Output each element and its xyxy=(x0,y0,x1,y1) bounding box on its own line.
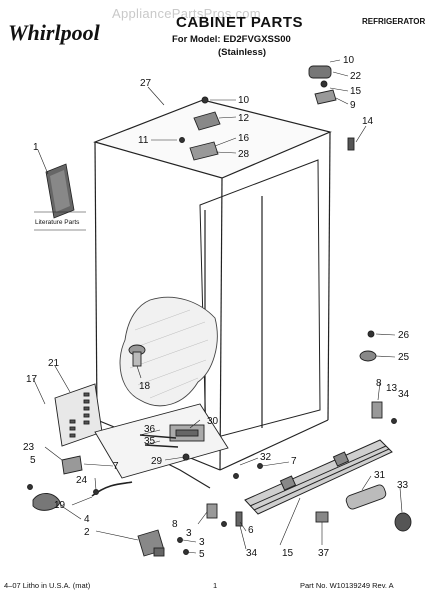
model-line: For Model: ED2FVGXSS00 xyxy=(172,34,291,45)
literature-label: Literature Parts xyxy=(35,219,80,226)
callout-2: 2 xyxy=(84,527,90,538)
callout-18: 18 xyxy=(139,381,151,392)
bottom-hinge-left xyxy=(137,529,189,557)
page-title: CABINET PARTS xyxy=(176,14,304,31)
front-roller-left xyxy=(27,455,133,511)
filter-housing xyxy=(315,484,412,532)
top-hinge-center xyxy=(179,96,221,161)
callout-22: 22 xyxy=(350,71,362,82)
callout-37: 37 xyxy=(318,548,330,559)
drain-pan-fitting xyxy=(128,344,146,367)
callout-11: 11 xyxy=(138,135,149,146)
callout-3-upper: 3 xyxy=(186,528,192,539)
callout-13-right: 13 xyxy=(386,383,398,394)
brand-logo: Whirlpool xyxy=(8,20,100,45)
callout-12: 12 xyxy=(238,113,250,124)
cutaway-insulation xyxy=(119,296,218,407)
callout-19: 19 xyxy=(54,500,66,511)
bottom-hinge-right xyxy=(371,401,397,424)
watermark: AppliancePartsPros.com xyxy=(112,6,261,21)
footer-litho: 4–07 Litho in U.S.A. (mat) xyxy=(4,581,91,590)
callout-5-left: 5 xyxy=(30,455,36,466)
callout-6: 6 xyxy=(248,525,254,536)
hinge-hardware xyxy=(206,463,263,527)
callout-24: 24 xyxy=(76,475,88,486)
leveling-leg-right xyxy=(359,330,377,362)
callout-16: 16 xyxy=(238,133,250,144)
callout-1: 1 xyxy=(33,142,39,153)
callout-30: 30 xyxy=(207,416,219,427)
callout-26: 26 xyxy=(398,330,410,341)
leader-lines xyxy=(32,59,403,554)
callout-numbers: 10 22 15 9 14 27 10 12 11 16 28 1 26 25 … xyxy=(23,55,410,560)
callout-15-top: 15 xyxy=(350,86,362,97)
callout-3-lower: 3 xyxy=(199,537,205,548)
callout-7-left: 7 xyxy=(113,461,119,472)
callout-32: 32 xyxy=(260,452,272,463)
callout-5-center: 5 xyxy=(199,549,205,560)
model-variant: (Stainless) xyxy=(218,47,267,58)
callout-8-right: 8 xyxy=(376,378,382,389)
model-info: For Model: ED2FVGXSS00 (Stainless) xyxy=(172,33,291,59)
callout-9: 9 xyxy=(350,100,356,111)
top-hinge-right xyxy=(308,65,355,151)
callout-28: 28 xyxy=(238,149,250,160)
callout-36: 36 xyxy=(144,424,156,435)
callout-34-bottom: 34 xyxy=(246,548,258,559)
callout-21: 21 xyxy=(48,358,60,369)
callout-8-center: 8 xyxy=(172,519,178,530)
callout-35: 35 xyxy=(144,436,156,447)
callout-10-top: 10 xyxy=(343,55,355,66)
water-valve-assembly xyxy=(94,403,229,479)
callout-7-right: 7 xyxy=(291,456,297,467)
callout-10-center: 10 xyxy=(238,95,250,106)
callout-29: 29 xyxy=(151,456,163,467)
category-label: REFRIGERATOR xyxy=(362,17,426,26)
callout-23: 23 xyxy=(23,442,35,453)
literature-booklet: Literature Parts xyxy=(34,163,86,231)
footer-part-number: Part No. W10139249 Rev. A xyxy=(300,581,394,590)
callout-34-right: 34 xyxy=(398,389,410,400)
toe-grille xyxy=(244,439,393,515)
insulation-hatch xyxy=(127,309,209,399)
callout-14: 14 xyxy=(362,116,374,127)
rear-access-grille xyxy=(54,383,103,447)
callout-4: 4 xyxy=(84,514,90,525)
callout-17: 17 xyxy=(26,374,38,385)
callout-15-bottom: 15 xyxy=(282,548,294,559)
callout-27: 27 xyxy=(140,78,152,89)
footer-page-number: 1 xyxy=(213,581,218,590)
callout-33: 33 xyxy=(397,480,409,491)
callout-25: 25 xyxy=(398,352,410,363)
callout-31: 31 xyxy=(374,470,386,481)
